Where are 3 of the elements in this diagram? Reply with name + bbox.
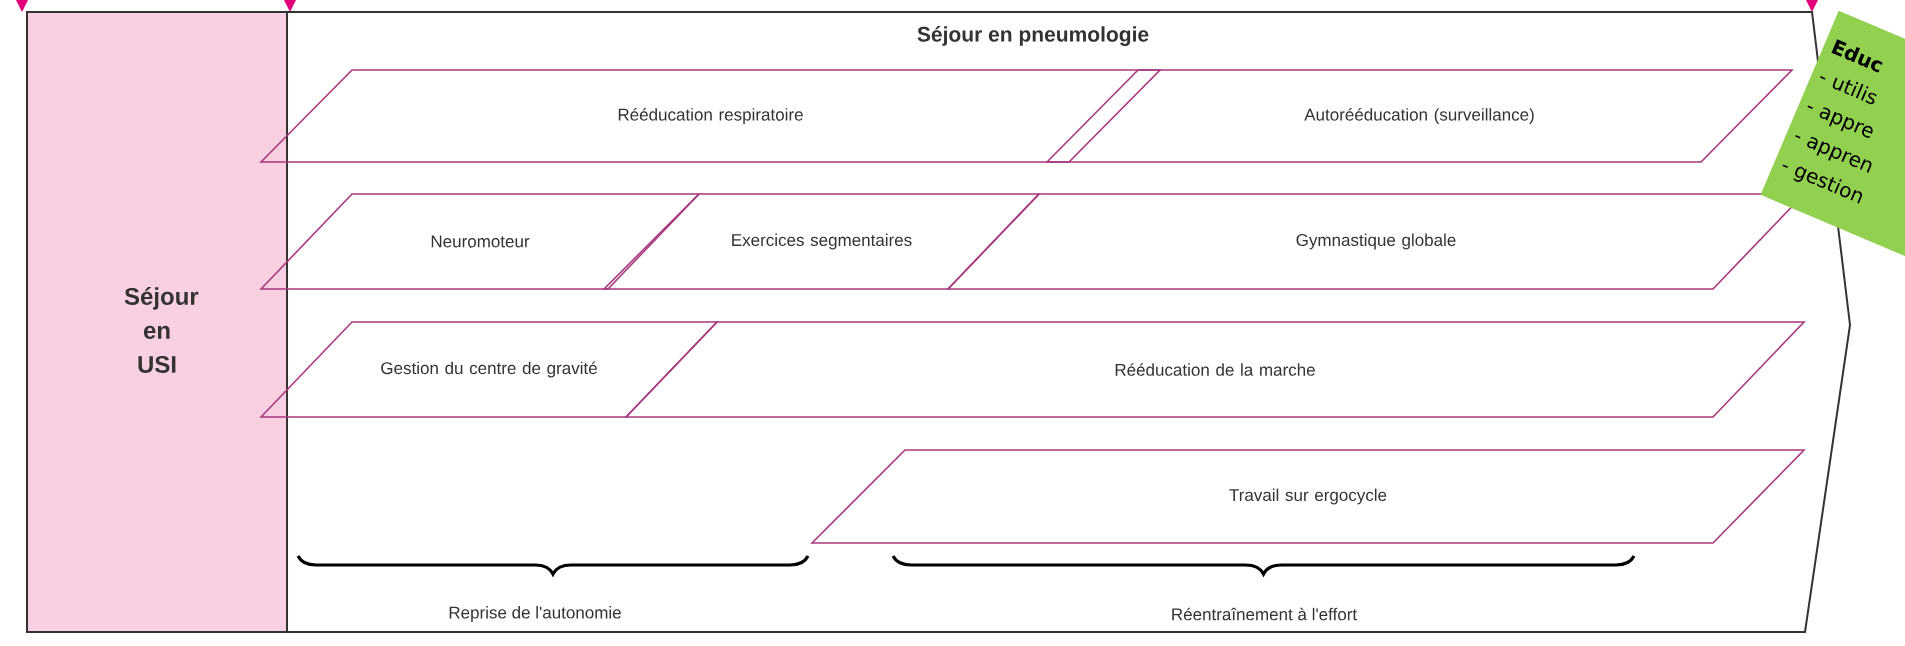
phase-label: Réentraînement à l'effort xyxy=(1172,607,1357,621)
phase-label: Reprise de l'autonomie xyxy=(449,606,621,622)
usi-band: Séjour en USI xyxy=(26,11,288,633)
